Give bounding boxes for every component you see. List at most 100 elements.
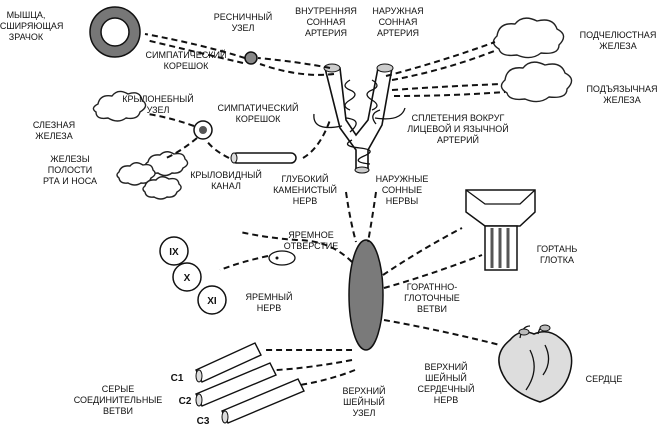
label-larynx: ГОРТАНЬ ГЛОТКА bbox=[537, 244, 578, 265]
label-sympathetic-root-mid: СИМПАТИЧЕСКИЙ КОРЕШОК bbox=[218, 102, 299, 124]
svg-text:ГЛУБОКИЙ: ГЛУБОКИЙ bbox=[282, 173, 329, 184]
svg-text:СОННЫЕ: СОННЫЕ bbox=[382, 185, 422, 195]
cavity-gland-cloud-2 bbox=[116, 162, 156, 186]
svg-text:НАРУЖНЫЕ: НАРУЖНЫЕ bbox=[376, 174, 429, 184]
svg-text:ВЕРХНИЙ: ВЕРХНИЙ bbox=[342, 385, 385, 396]
sublingual-gland-cloud bbox=[500, 61, 573, 103]
svg-text:КОРЕШОК: КОРЕШОК bbox=[164, 61, 209, 71]
svg-text:ЛИЦЕВОЙ И ЯЗЫЧНОЙ: ЛИЦЕВОЙ И ЯЗЫЧНОЙ bbox=[407, 123, 509, 134]
label-cervical-segments: C1 C2 C3 bbox=[171, 373, 210, 427]
label-upper-cardiac: ВЕРХНИЙ ШЕЙНЫЙ СЕРДЕЧНЫЙ НЕРВ bbox=[418, 361, 475, 405]
svg-text:АРТЕРИЯ: АРТЕРИЯ bbox=[305, 28, 347, 38]
svg-text:НЕРВ: НЕРВ bbox=[434, 395, 459, 405]
svg-text:КАМЕНИСТЫЙ: КАМЕНИСТЫЙ bbox=[273, 184, 337, 195]
svg-text:ЖЕЛЕЗА: ЖЕЛЕЗА bbox=[603, 95, 640, 105]
svg-text:СПЛЕТЕНИЯ ВОКРУГ: СПЛЕТЕНИЯ ВОКРУГ bbox=[412, 113, 505, 123]
svg-text:СЛЕЗНАЯ: СЛЕЗНАЯ bbox=[33, 120, 75, 130]
svg-text:ГЛОТОЧНЫЕ: ГЛОТОЧНЫЕ bbox=[404, 293, 460, 303]
svg-text:ВНУТРЕННЯЯ: ВНУТРЕННЯЯ bbox=[295, 6, 357, 16]
carotid-arteries bbox=[313, 63, 406, 174]
svg-text:СИМПАТИЧЕСКИЙ: СИМПАТИЧЕСКИЙ bbox=[146, 49, 227, 60]
svg-text:C3: C3 bbox=[197, 416, 210, 427]
svg-text:ГОРТАНЬ: ГОРТАНЬ bbox=[537, 244, 578, 254]
svg-text:КРЫЛОНЕБНЫЙ: КРЫЛОНЕБНЫЙ bbox=[122, 93, 193, 104]
label-lacrimal-gland: СЛЕЗНАЯ ЖЕЛЕЗА bbox=[33, 120, 75, 141]
cervical-tube-c2 bbox=[195, 362, 277, 407]
label-heart: СЕРДЦЕ bbox=[586, 374, 623, 384]
label-external-carotid-nerves: НАРУЖНЫЕ СОННЫЕ НЕРВЫ bbox=[376, 174, 429, 206]
jugular-foramen bbox=[268, 250, 296, 266]
svg-text:СЕРДЕЧНЫЙ: СЕРДЕЧНЫЙ bbox=[418, 383, 475, 394]
svg-text:ЯРЕМНОЕ: ЯРЕМНОЕ bbox=[288, 230, 334, 240]
nerve-paths bbox=[144, 33, 506, 386]
svg-text:ШЕЙНЫЙ: ШЕЙНЫЙ bbox=[425, 372, 467, 383]
svg-text:МЫШЦА,: МЫШЦА, bbox=[7, 10, 46, 20]
label-submandibular-gland: ПОДЧЕЛЮСТНАЯ ЖЕЛЕЗА bbox=[580, 30, 657, 51]
svg-text:НЕРВ: НЕРВ bbox=[257, 303, 282, 313]
cervical-tube-c1 bbox=[195, 342, 262, 383]
svg-text:СОЕДИНИТЕЛЬНЫЕ: СОЕДИНИТЕЛЬНЫЕ bbox=[74, 395, 163, 405]
pupil-ring bbox=[89, 6, 141, 58]
svg-text:C1: C1 bbox=[171, 373, 184, 384]
label-gray-branches: СЕРЫЕ СОЕДИНИТЕЛЬНЫЕ ВЕТВИ bbox=[74, 384, 163, 416]
svg-text:ШЕЙНЫЙ: ШЕЙНЫЙ bbox=[343, 396, 385, 407]
svg-text:КАНАЛ: КАНАЛ bbox=[211, 181, 241, 191]
svg-text:УЗЕЛ: УЗЕЛ bbox=[147, 105, 170, 115]
label-sympathetic-root-top: СИМПАТИЧЕСКИЙ КОРЕШОК bbox=[146, 49, 227, 71]
label-pupil-muscle: МЫШЦА, РАСШИРЯЮЩАЯ ЗРАЧОК bbox=[0, 10, 63, 42]
label-plexus: СПЛЕТЕНИЯ ВОКРУГ ЛИЦЕВОЙ И ЯЗЫЧНОЙ АРТЕР… bbox=[407, 113, 509, 145]
label-cavity-glands: ЖЕЛЕЗЫ ПОЛОСТИ РТА И НОСА bbox=[43, 154, 97, 186]
svg-text:НАРУЖНАЯ: НАРУЖНАЯ bbox=[372, 6, 423, 16]
svg-text:ЯРЕМНЫЙ: ЯРЕМНЫЙ bbox=[246, 291, 293, 302]
svg-text:ПОДЧЕЛЮСТНАЯ: ПОДЧЕЛЮСТНАЯ bbox=[580, 30, 657, 40]
svg-text:ЖЕЛЕЗА: ЖЕЛЕЗА bbox=[599, 41, 636, 51]
svg-text:ПОЛОСТИ: ПОЛОСТИ bbox=[48, 165, 92, 175]
svg-text:КРЫЛОВИДНЫЙ: КРЫЛОВИДНЫЙ bbox=[190, 169, 262, 180]
svg-text:СЕРЫЕ: СЕРЫЕ bbox=[102, 384, 134, 394]
label-jugular-foramen: ЯРЕМНОЕ ОТВЕРСТИЕ bbox=[284, 230, 339, 251]
svg-text:КОРЕШОК: КОРЕШОК bbox=[236, 114, 281, 124]
svg-text:IX: IX bbox=[169, 247, 179, 258]
cranial-nerve-xi: XI bbox=[197, 285, 227, 315]
pterygoid-canal-tube bbox=[230, 152, 297, 164]
label-ciliary-node: РЕСНИЧНЫЙ УЗЕЛ bbox=[214, 11, 272, 33]
svg-text:НЕРВ: НЕРВ bbox=[293, 196, 318, 206]
cranial-nerve-x: X bbox=[172, 262, 202, 292]
svg-text:ВЕРХНИЙ: ВЕРХНИЙ bbox=[424, 361, 467, 372]
label-external-carotid: НАРУЖНАЯ СОННАЯ АРТЕРИЯ bbox=[372, 6, 423, 38]
svg-text:ЖЕЛЕЗА: ЖЕЛЕЗА bbox=[35, 131, 72, 141]
svg-text:XI: XI bbox=[207, 296, 217, 307]
cervical-tube-c3 bbox=[221, 378, 305, 424]
svg-text:ЖЕЛЕЗЫ: ЖЕЛЕЗЫ bbox=[50, 154, 89, 164]
label-superior-cervical: ВЕРХНИЙ ШЕЙНЫЙ УЗЕЛ bbox=[342, 385, 385, 418]
svg-text:РАСШИРЯЮЩАЯ: РАСШИРЯЮЩАЯ bbox=[0, 21, 63, 31]
svg-text:ОТВЕРСТИЕ: ОТВЕРСТИЕ bbox=[284, 241, 339, 251]
cavity-gland-cloud-3 bbox=[142, 176, 182, 200]
svg-text:УЗЕЛ: УЗЕЛ bbox=[232, 23, 255, 33]
label-internal-carotid: ВНУТРЕННЯЯ СОННАЯ АРТЕРИЯ bbox=[295, 6, 357, 38]
lacrimal-gland-cloud bbox=[92, 90, 147, 122]
label-sublingual-gland: ПОДЪЯЗЫЧНАЯ ЖЕЛЕЗА bbox=[586, 84, 657, 105]
svg-text:РЕСНИЧНЫЙ: РЕСНИЧНЫЙ bbox=[214, 11, 272, 22]
pterygopalatine-ganglion bbox=[193, 120, 213, 140]
svg-text:АРТЕРИЯ: АРТЕРИЯ bbox=[377, 28, 419, 38]
svg-text:СИМПАТИЧЕСКИЙ: СИМПАТИЧЕСКИЙ bbox=[218, 102, 299, 113]
svg-text:АРТЕРИЙ: АРТЕРИЙ bbox=[437, 134, 479, 145]
label-laryngopharyngeal: ГОРАТННО- ГЛОТОЧНЫЕ ВЕТВИ bbox=[404, 282, 460, 314]
svg-text:СОННАЯ: СОННАЯ bbox=[379, 17, 418, 27]
svg-text:X: X bbox=[184, 273, 191, 284]
larynx-block bbox=[465, 189, 536, 271]
svg-text:ГЛОТКА: ГЛОТКА bbox=[540, 255, 574, 265]
svg-text:ВЕТВИ: ВЕТВИ bbox=[103, 406, 133, 416]
svg-text:ЗРАЧОК: ЗРАЧОК bbox=[9, 32, 44, 42]
cranial-nerve-ix: IX bbox=[159, 236, 189, 266]
label-jugular-nerve: ЯРЕМНЫЙ НЕРВ bbox=[246, 291, 293, 313]
superior-cervical-ganglion bbox=[348, 239, 384, 351]
heart-shape bbox=[498, 324, 573, 403]
submandibular-gland-cloud bbox=[492, 17, 565, 59]
label-pterygopalatine-node: КРЫЛОНЕБНЫЙ УЗЕЛ bbox=[122, 93, 193, 115]
svg-text:ГОРАТННО-: ГОРАТННО- bbox=[407, 282, 458, 292]
svg-text:СЕРДЦЕ: СЕРДЦЕ bbox=[586, 374, 623, 384]
